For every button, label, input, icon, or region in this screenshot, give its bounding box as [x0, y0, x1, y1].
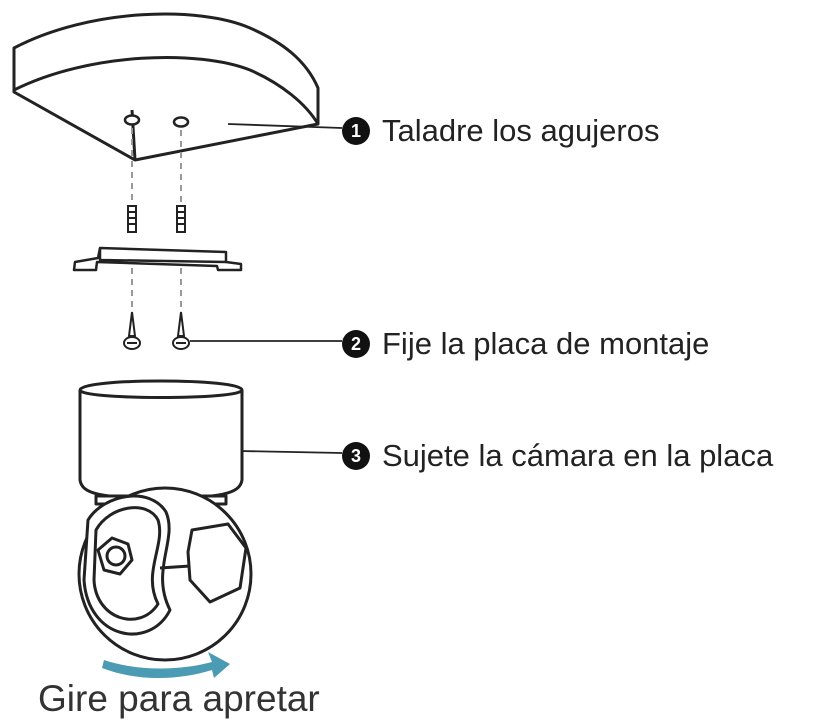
- guide-lines: [131, 128, 182, 310]
- step-1-number: 1: [342, 117, 370, 145]
- rotation-arrow: [102, 652, 230, 678]
- drill-holes: [123, 114, 190, 128]
- rotation-caption: Gire para apretar: [38, 678, 320, 719]
- step-3: 3 Sujete la cámara en la placa: [342, 438, 773, 474]
- step-1: 1 Taladre los agujeros: [342, 113, 659, 149]
- step-1-label: Taladre los agujeros: [382, 113, 660, 148]
- step-2-number: 2: [342, 330, 370, 358]
- camera-base: [78, 379, 244, 500]
- step-3-number: 3: [342, 442, 370, 470]
- leader-lines: [190, 123, 343, 454]
- step-2-label: Fije la placa de montaje: [382, 326, 710, 361]
- mounting-plate: [72, 246, 243, 272]
- step-2: 2 Fije la placa de montaje: [342, 326, 709, 362]
- ceiling-block: [12, 12, 320, 162]
- wall-anchors: [127, 205, 186, 233]
- step-3-label: Sujete la cámara en la placa: [382, 438, 774, 473]
- screws: [123, 311, 190, 350]
- camera-body: [77, 486, 253, 662]
